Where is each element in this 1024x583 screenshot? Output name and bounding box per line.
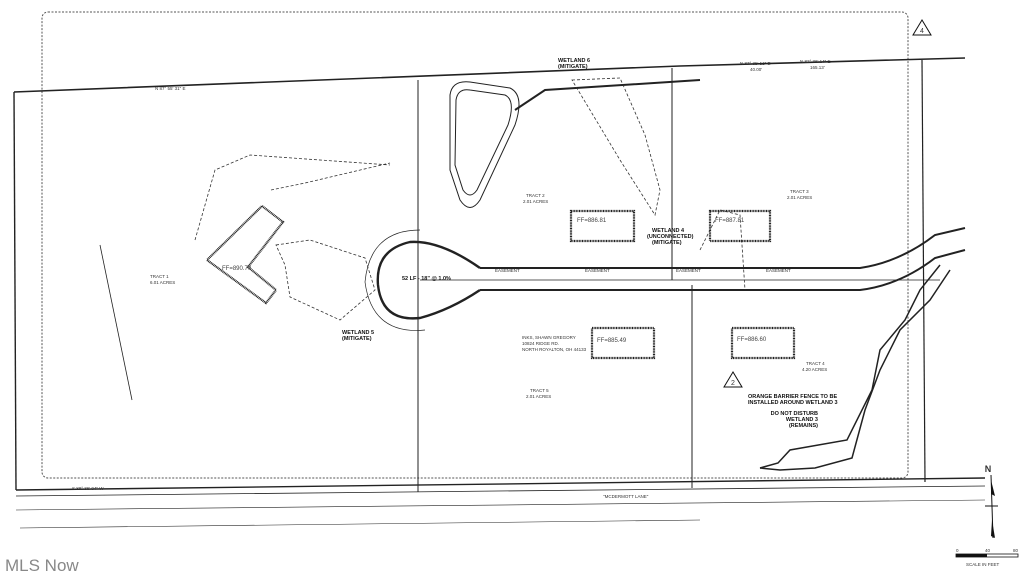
distance-label: 165.13' [810, 65, 825, 70]
east-property-line [921, 59, 926, 483]
owner-address: 10824 RIDGE RD. [522, 341, 559, 346]
do-not-disturb-note-line-2: WETLAND 3 [786, 417, 818, 423]
revision-triangle-icon [912, 19, 932, 36]
road-edge-line [19, 519, 701, 529]
wetland-5-boundary [275, 239, 376, 321]
basin-outlet-pipe [514, 79, 701, 111]
tract-2-area: 2.01 ACRES [523, 199, 548, 204]
wetland-1-boundary [194, 154, 391, 241]
wetland-3-fence [759, 269, 951, 471]
ff-label: FF=886.60 [737, 337, 767, 343]
building-tract-1 [205, 204, 285, 305]
cul-de-sac-easement-line [364, 229, 426, 331]
wetland-6-boundary [571, 77, 661, 217]
scale-label: SCALE IN FEET [966, 562, 1000, 567]
building-tract-5 [590, 326, 656, 360]
road-right-of-way-line [15, 485, 986, 497]
wetland-6-label: WETLAND 6 [558, 58, 590, 64]
scale-bar: 0 40 80 SCALE IN FEET [955, 548, 1019, 567]
detention-basin [449, 81, 520, 208]
road-edge-line [15, 499, 986, 511]
wetland-4-status: (MITIGATE) [652, 240, 682, 246]
mls-now-watermark: MLS Now [5, 556, 79, 575]
easement-label: EASEMENT [585, 268, 610, 273]
detention-basin-inner-contour [454, 89, 512, 196]
wetland-4-label: WETLAND 4 [652, 228, 685, 234]
road-edge-north [480, 227, 966, 269]
tract-4-area: 4.20 ACRES [802, 367, 827, 372]
north-property-line [13, 57, 966, 93]
bearing-label: N 87° 35' 51" E [740, 61, 771, 66]
easement-label: EASEMENT [495, 268, 520, 273]
tract-1-label: TRACT 1 [150, 274, 169, 279]
revision-number: 2 [731, 380, 735, 387]
north-arrow: N [985, 464, 998, 539]
building-tract-2 [569, 209, 636, 243]
road-edge-south [480, 249, 966, 291]
scale-bar-filled-segment [956, 554, 987, 557]
pipe-label: 52 LF - 18" @ 1.0% [402, 276, 451, 282]
building-tract-4 [730, 326, 796, 360]
tract-3-label: TRACT 3 [790, 189, 809, 194]
wetland-4-boundary [699, 209, 746, 291]
tract-4-label: TRACT 4 [806, 361, 825, 366]
tract-2-label: TRACT 2 [526, 193, 545, 198]
fence-note-line-2: INSTALLED AROUND WETLAND 3 [748, 400, 838, 406]
wetland-5-status: (MITIGATE) [342, 336, 372, 342]
scale-tick-label: 80 [1013, 548, 1019, 553]
ff-label: FF=890.70 [222, 266, 252, 272]
south-property-line [15, 477, 986, 491]
bearing-label: S 88° 36' 04" W [72, 486, 104, 491]
easement-label: EASEMENT [766, 268, 791, 273]
limit-of-disturbance [41, 11, 909, 479]
do-not-disturb-note-line-3: (REMAINS) [789, 423, 818, 429]
revision-number: 4 [920, 28, 924, 35]
north-arrow-label: N [985, 464, 992, 474]
tract-3-area: 2.01 ACRES [787, 195, 812, 200]
scale-tick-label: 0 [956, 548, 959, 553]
revision-mark-2: 2 [723, 371, 743, 388]
tree-line [99, 244, 133, 401]
cul-de-sac [376, 240, 481, 320]
revision-triangle-icon [723, 371, 743, 388]
wetland-4-connection: (UNCONNECTED) [647, 234, 694, 240]
wetland-1-boundary [270, 162, 391, 191]
north-arrow-head-icon [991, 480, 995, 496]
wetland-3-fence [759, 264, 941, 469]
bearing-label: N 82° 36' 14" E [800, 59, 831, 64]
road-label: "MCDERMOTT LANE" [603, 494, 649, 499]
tract-5-area: 2.01 ACRES [526, 394, 551, 399]
do-not-disturb-note: DO NOT DISTURB [771, 411, 818, 417]
north-arrow-tail-icon [991, 520, 995, 538]
west-property-line [13, 91, 17, 491]
owner-city: NORTH ROYALTON, OH 44133 [522, 347, 587, 352]
ff-label: FF=885.49 [597, 338, 627, 344]
wetland-6-status: (MITIGATE) [558, 64, 588, 70]
tract-1-area: 6.01 ACRES [150, 280, 175, 285]
fence-note: ORANGE BARRIER FENCE TO BE [748, 394, 837, 400]
owner-name: INKS, SHAWN GREGORY [522, 335, 576, 340]
ff-label: FF=887.81 [715, 218, 745, 224]
scale-tick-label: 40 [985, 548, 991, 553]
revision-mark-4: 4 [912, 19, 932, 36]
tract-5-label: TRACT 5 [530, 388, 549, 393]
ff-label: FF=886.81 [577, 218, 607, 224]
easement-label: EASEMENT [676, 268, 701, 273]
wetland-5-label: WETLAND 5 [342, 330, 374, 336]
bearing-label: N 87° 55' 31" E [155, 86, 186, 91]
distance-label: 40.00' [750, 67, 762, 72]
